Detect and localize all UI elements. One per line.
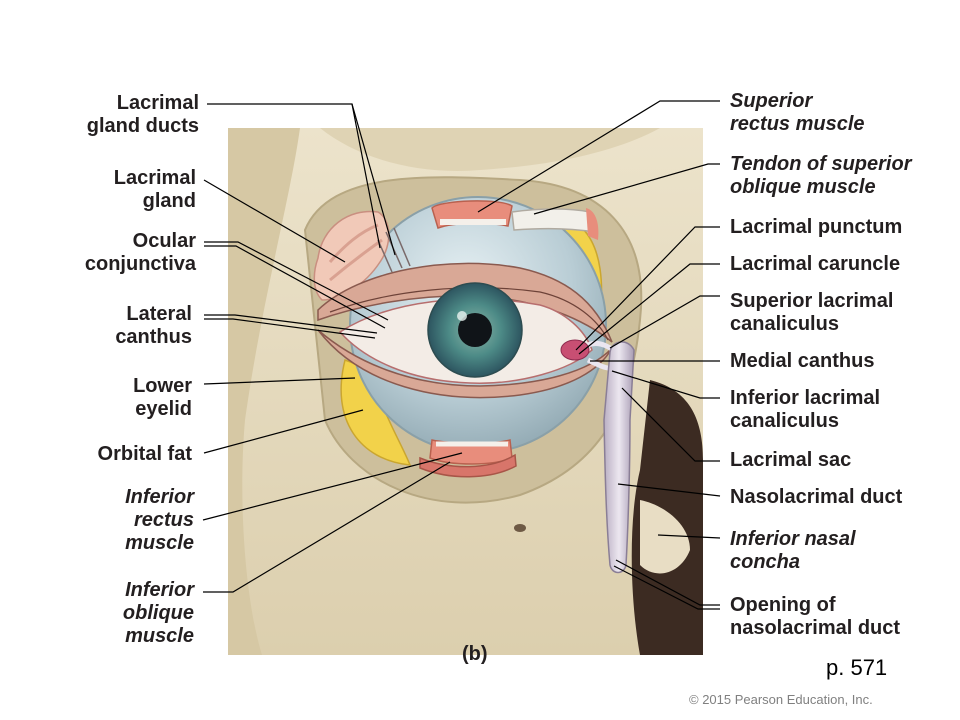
label-orbital-fat: Orbital fat (97, 443, 192, 465)
inferior-oblique (419, 453, 517, 478)
iris-highlight (457, 311, 467, 321)
inferior-rectus (429, 439, 513, 465)
upper-eyelid (317, 262, 613, 343)
label-nasolacrimal-duct: Nasolacrimal duct (730, 486, 903, 508)
leader-lines (202, 100, 721, 610)
lacrimal-caruncle (560, 339, 590, 361)
label-lacrimal-sac: Lacrimal sac (730, 449, 852, 471)
tendon-superior-oblique (511, 208, 599, 240)
lacrimal-gland (313, 210, 390, 301)
pupil (458, 313, 492, 347)
label-medial-canthus: Medial canthus (730, 350, 875, 372)
superior-rectus (431, 200, 513, 229)
label-lacrimal-punctum: Lacrimal punctum (730, 216, 903, 238)
label-lacrimal-caruncle: Lacrimal caruncle (730, 253, 901, 275)
page-reference: p. 571 (826, 655, 888, 680)
copyright-notice: © 2015 Pearson Education, Inc. (689, 692, 873, 707)
figure-letter: (b) (462, 643, 488, 665)
